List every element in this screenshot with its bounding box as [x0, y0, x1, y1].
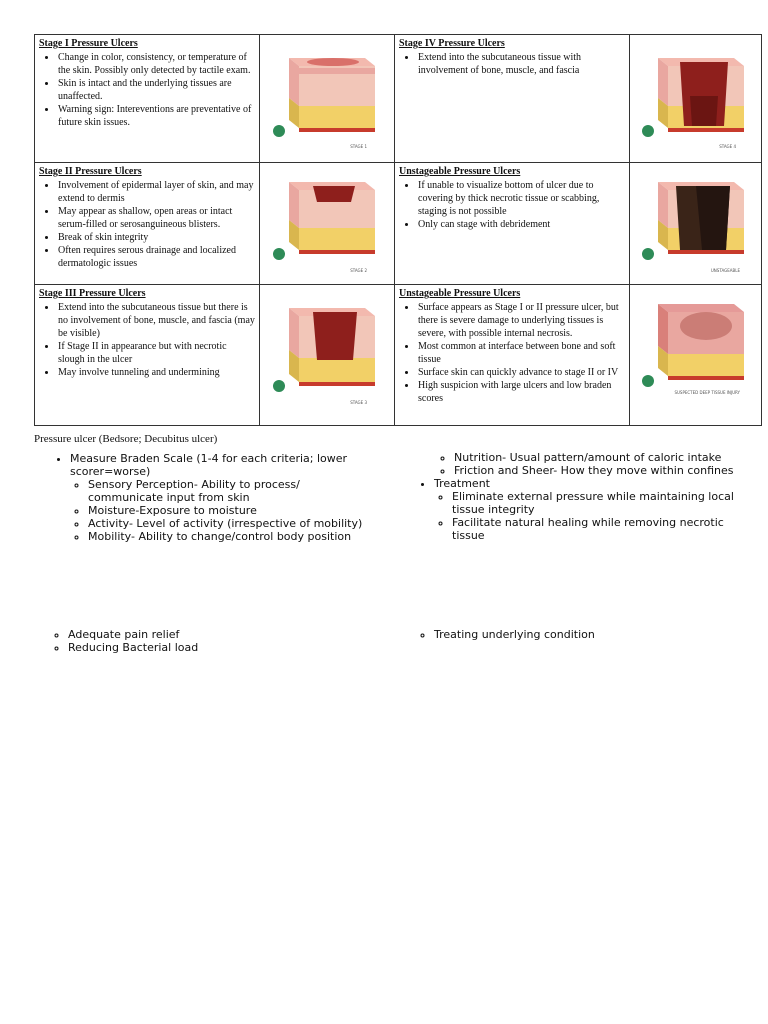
- deep-tissue-ulcer-illustration: SUSPECTED DEEP TISSUE INJURY: [641, 304, 744, 395]
- braden-item: Sensory Perception- Ability to process/ …: [88, 478, 374, 504]
- stage-4-bullet: Extend into the subcutaneous tissue with…: [417, 51, 625, 77]
- braden-item: Moisture-Exposure to moisture: [88, 504, 374, 517]
- stage-1-ulcer-illustration: STAGE 1: [273, 58, 375, 149]
- deep-tissue-image-label: SUSPECTED DEEP TISSUE INJURY: [674, 390, 740, 395]
- stage-2-image-cell: STAGE 2: [259, 162, 395, 285]
- stage-2-title: Stage II Pressure Ulcers: [39, 166, 142, 177]
- braden-heading: Measure Braden Scale (1-4 for each crite…: [70, 452, 374, 543]
- stage-2-bullet: Involvement of epidermal layer of skin, …: [57, 179, 255, 205]
- braden-item: Mobility- Ability to change/control body…: [88, 530, 374, 543]
- stage-1-bullet: Skin is intact and the underlying tissue…: [57, 77, 255, 103]
- unstageable-bullet: Only can stage with debridement: [417, 218, 625, 231]
- unstageable-bullet: If unable to visualize bottom of ulcer d…: [417, 179, 625, 218]
- braden-item: Nutrition- Usual pattern/amount of calor…: [454, 451, 750, 464]
- stage-1-bullet: Warning sign: Intereventions are prevent…: [57, 103, 255, 129]
- stage-4-ulcer-illustration: STAGE 4: [641, 58, 744, 149]
- stage-2-bullet: May appear as shallow, open areas or int…: [57, 205, 255, 231]
- deep-tissue-title: Unstageable Pressure Ulcers: [399, 288, 521, 299]
- unstageable-ulcer-illustration: UNSTAGEABLE: [641, 182, 744, 273]
- stage-4-image-cell: STAGE 4: [629, 34, 762, 163]
- treatment-item: Reducing Bacterial load: [68, 641, 368, 654]
- stage-2-ulcer-illustration: STAGE 2: [273, 182, 375, 273]
- deep-tissue-bullet: Most common at interface between bone an…: [417, 340, 625, 366]
- stage-4-title: Stage IV Pressure Ulcers: [399, 38, 505, 49]
- braden-item: Activity- Level of activity (irrespectiv…: [88, 517, 374, 530]
- stage-3-ulcer-illustration: STAGE 3: [273, 308, 375, 405]
- stage-3-title: Stage III Pressure Ulcers: [39, 288, 146, 299]
- treatment-continued-right: Treating underlying condition: [414, 628, 734, 641]
- stage-1-image-cell: STAGE 1: [259, 34, 395, 163]
- braden-section: Measure Braden Scale (1-4 for each crite…: [34, 452, 374, 543]
- braden-continued: Nutrition- Usual pattern/amount of calor…: [436, 451, 750, 477]
- stage-4-text-cell: Stage IV Pressure Ulcers Extend into the…: [394, 34, 630, 163]
- document-caption: Pressure ulcer (Bedsore; Decubitus ulcer…: [34, 433, 218, 445]
- treatment-heading-text: Treatment: [434, 477, 490, 490]
- stage-3-bullet: Extend into the subcutaneous tissue but …: [57, 301, 255, 340]
- stage-3-image-label: STAGE 3: [350, 400, 367, 405]
- unstageable-image-label: UNSTAGEABLE: [710, 268, 740, 273]
- stage-2-image-label: STAGE 2: [350, 268, 367, 273]
- right-column-section: Nutrition- Usual pattern/amount of calor…: [400, 451, 750, 542]
- stage-3-text-cell: Stage III Pressure Ulcers Extend into th…: [34, 284, 260, 426]
- stage-2-bullet: Break of skin integrity: [57, 231, 255, 244]
- deep-tissue-text-cell: Unstageable Pressure Ulcers Surface appe…: [394, 284, 630, 426]
- treatment-item: Treating underlying condition: [434, 628, 734, 641]
- pressure-ulcer-stages-table: Stage I Pressure Ulcers Change in color,…: [34, 34, 762, 426]
- deep-tissue-bullet: Surface appears as Stage I or II pressur…: [417, 301, 625, 340]
- treatment-item: Facilitate natural healing while removin…: [452, 516, 750, 542]
- stage-1-bullet: Change in color, consistency, or tempera…: [57, 51, 255, 77]
- stage-3-image-cell: STAGE 3: [259, 284, 395, 426]
- deep-tissue-bullet: Surface skin can quickly advance to stag…: [417, 366, 625, 379]
- unstageable-text-cell: Unstageable Pressure Ulcers If unable to…: [394, 162, 630, 285]
- treatment-item: Adequate pain relief: [68, 628, 368, 641]
- stage-3-bullet: May involve tunneling and undermining: [57, 366, 255, 379]
- stage-3-bullet: If Stage II in appearance but with necro…: [57, 340, 255, 366]
- braden-heading-text: Measure Braden Scale (1-4 for each crite…: [70, 452, 348, 478]
- stage-4-image-label: STAGE 4: [719, 144, 736, 149]
- stage-2-bullet: Often requires serous drainage and local…: [57, 244, 255, 270]
- treatment-continued-left: Adequate pain relief Reducing Bacterial …: [48, 628, 368, 654]
- stage-1-text-cell: Stage I Pressure Ulcers Change in color,…: [34, 34, 260, 163]
- unstageable-title: Unstageable Pressure Ulcers: [399, 166, 521, 177]
- treatment-item: Eliminate external pressure while mainta…: [452, 490, 750, 516]
- braden-item: Friction and Sheer- How they move within…: [454, 464, 750, 477]
- deep-tissue-image-cell: SUSPECTED DEEP TISSUE INJURY: [629, 284, 762, 426]
- deep-tissue-bullet: High suspicion with large ulcers and low…: [417, 379, 625, 405]
- stage-2-text-cell: Stage II Pressure Ulcers Involvement of …: [34, 162, 260, 285]
- unstageable-image-cell: UNSTAGEABLE: [629, 162, 762, 285]
- treatment-heading: Treatment Eliminate external pressure wh…: [434, 477, 750, 542]
- stage-1-image-label: STAGE 1: [350, 144, 367, 149]
- stage-1-title: Stage I Pressure Ulcers: [39, 38, 138, 49]
